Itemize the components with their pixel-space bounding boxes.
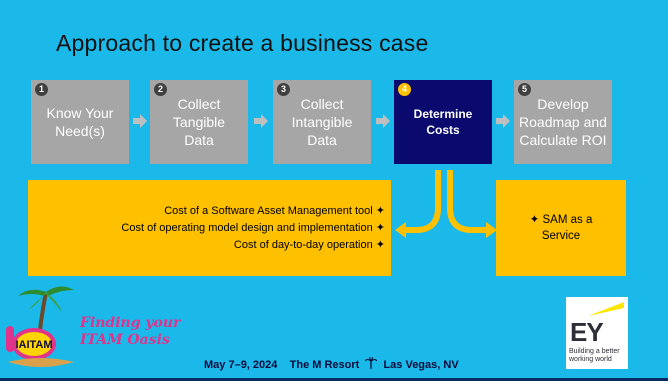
sam-service-box: ✦ SAM as a Service <box>496 180 626 276</box>
footer-city: Las Vegas, NV <box>383 359 459 371</box>
step-label-1: Know Your Need(s) <box>46 105 114 139</box>
step-3: 3 Collect Intangible Data <box>273 80 371 164</box>
event-logo-text: IAITAM <box>15 339 52 351</box>
cost-item-tool: Cost of a Software Asset Management tool… <box>164 204 385 217</box>
split-arrow-icon <box>395 170 497 238</box>
ey-beam-icon <box>588 302 624 316</box>
cost-item-operation: Cost of day-to-day operation ✦ <box>233 238 385 251</box>
step-number-3: 3 <box>277 83 290 96</box>
step-label-4: Determine Costs <box>413 107 473 137</box>
step-1: 1 Know Your Need(s) <box>31 80 129 164</box>
palm-tree-icon <box>365 357 378 369</box>
step-number-1: 1 <box>35 83 48 96</box>
step-2: 2 Collect Tangible Data <box>150 80 248 164</box>
chevron-right-icon <box>376 114 390 128</box>
footer: May 7–9, 2024 The M Resort Las Vegas, NV <box>204 357 459 371</box>
ey-logo: EY Building a better working world <box>566 297 628 369</box>
tagline: Finding your ITAM Oasis <box>80 315 181 348</box>
chevron-right-icon <box>133 114 147 128</box>
step-label-5: Develop Roadmap and Calculate ROI <box>519 96 607 148</box>
cost-item-operating-model: Cost of operating model design and imple… <box>121 221 385 234</box>
step-5: 5 Develop Roadmap and Calculate ROI <box>514 80 612 164</box>
sam-service-label: ✦ SAM as a Service <box>529 214 593 242</box>
step-number-2: 2 <box>154 83 167 96</box>
event-logo: IAITAM <box>6 286 74 367</box>
chevron-right-icon <box>254 114 268 128</box>
slide-title: Approach to create a business case <box>56 30 429 56</box>
ey-logo-mark: EY <box>570 317 604 347</box>
chevron-right-icon <box>496 114 510 128</box>
footer-date: May 7–9, 2024 <box>204 359 278 371</box>
step-number-4: 4 <box>398 83 411 96</box>
step-4: 4 Determine Costs <box>394 80 492 164</box>
step-label-2: Collect Tangible Data <box>172 96 226 148</box>
ey-tagline: Building a better working world <box>569 348 620 363</box>
footer-venue: The M Resort <box>289 359 360 371</box>
step-label-3: Collect Intangible Data <box>291 96 353 148</box>
cost-list: Cost of a Software Asset Management tool… <box>28 180 391 276</box>
step-number-5: 5 <box>518 83 531 96</box>
